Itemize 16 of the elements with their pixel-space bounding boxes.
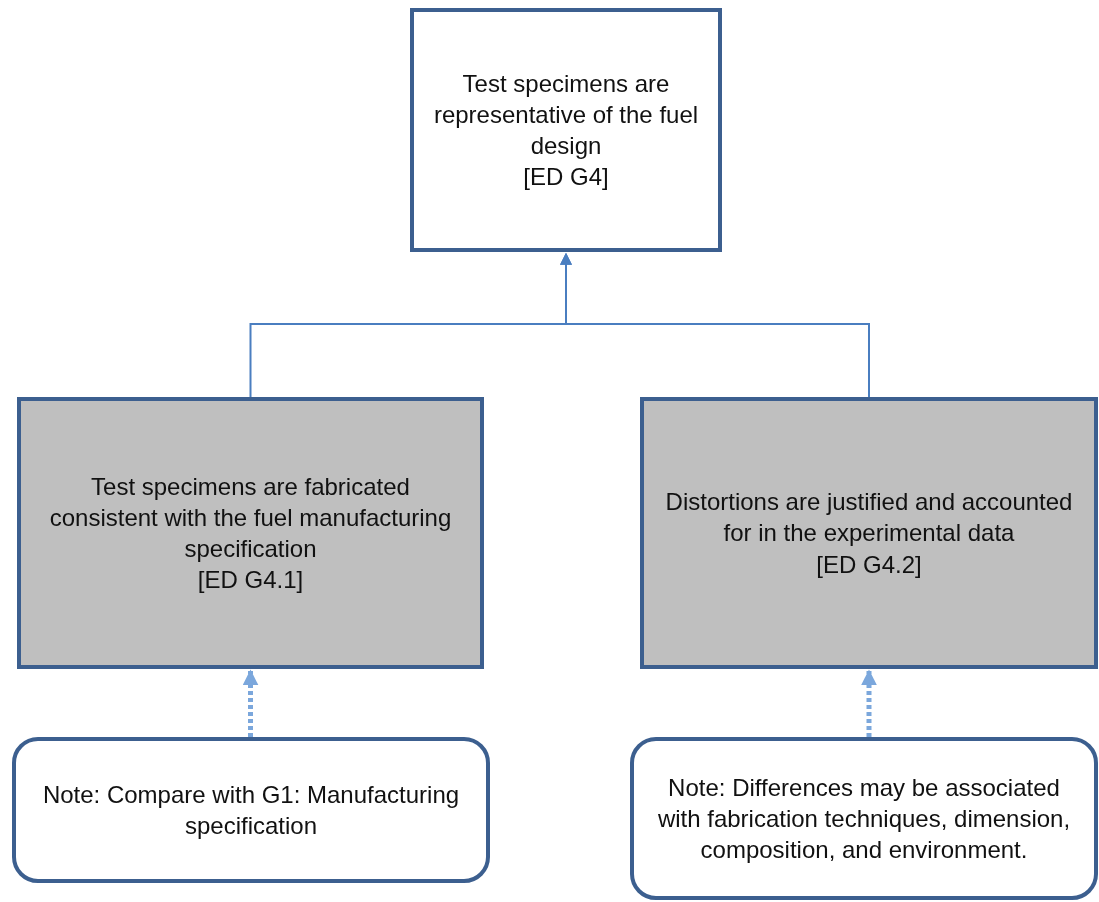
goal-box: [640, 397, 1098, 669]
box-text: Test specimens are representative of the fuel design: [432, 68, 700, 161]
reference-id: [ED G4.1]: [197, 565, 304, 596]
box-text: Distortions are justified and accounted for in the experimental data: [664, 487, 1074, 549]
dotted-arrow: [242, 669, 259, 737]
box-text: Note: Compare with G1: Manufacturing specification: [41, 779, 461, 841]
box-text: Test specimens are fabricated consistent with the fuel manufacturing specification: [48, 471, 453, 564]
box-text: Note: Differences may be associated with fabrication techniques, dimension, composition, and environment.: [656, 772, 1072, 866]
reference-id: [ED G4]: [523, 162, 609, 193]
reference-id: [ED G4.2]: [816, 549, 922, 580]
note-box: [12, 737, 490, 883]
goal-box: [17, 397, 484, 669]
connector-arrow: [560, 252, 870, 398]
dotted-arrow: [861, 669, 877, 737]
goal-box: [410, 8, 722, 252]
note-box: [630, 737, 1098, 900]
